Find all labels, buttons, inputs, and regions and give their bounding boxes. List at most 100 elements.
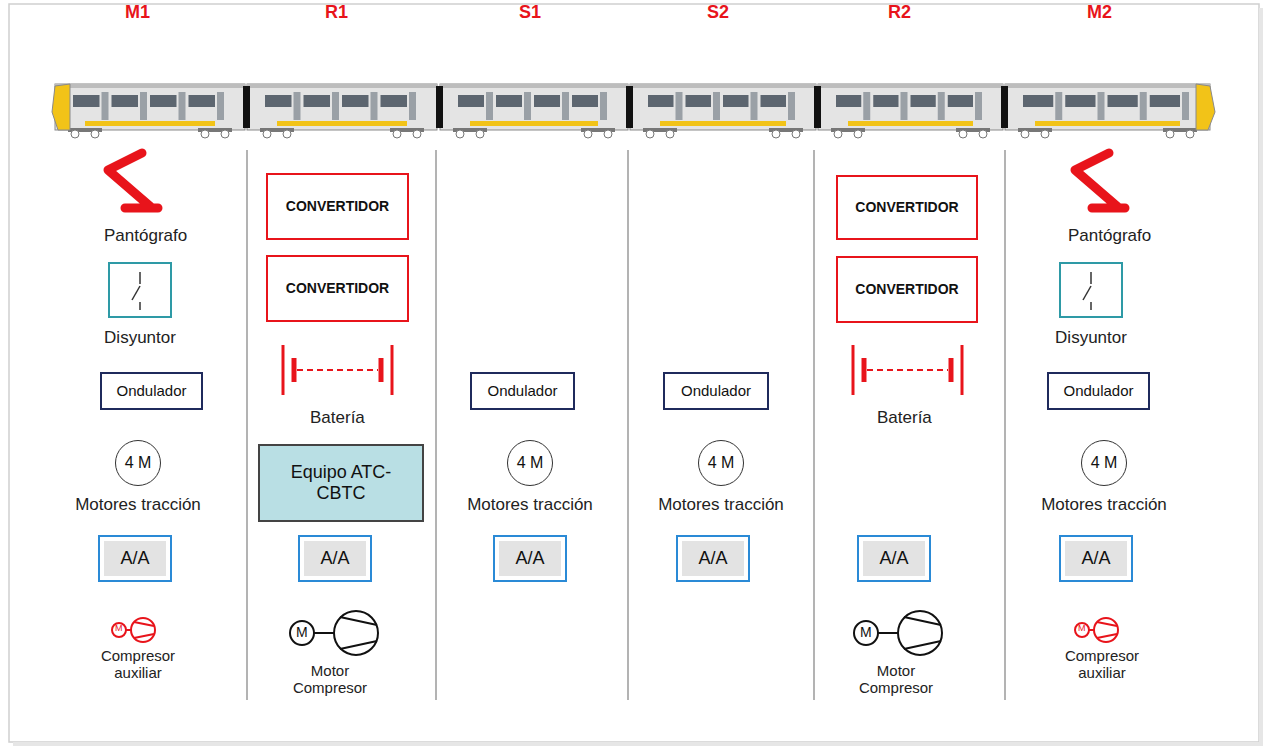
component-name: Pantógrafo: [104, 226, 187, 246]
pantograph-symbol: [1075, 153, 1125, 208]
train-part: [818, 84, 1003, 88]
train-part: [283, 130, 291, 138]
train-part: [660, 121, 786, 126]
train-part: [604, 130, 612, 138]
train-part: [247, 84, 437, 88]
train-car: [630, 84, 816, 130]
train-car: [440, 84, 628, 130]
train-part: [751, 92, 758, 120]
motor-letter: M: [115, 623, 123, 633]
component-name: Motor Compresor: [846, 662, 946, 697]
train-part: [1186, 130, 1194, 138]
train-part: [836, 95, 861, 107]
traction-motor-circle: 4 MMotores tracción: [1081, 440, 1127, 486]
motor-compressor-symbol: [854, 611, 942, 655]
train-part: [1182, 92, 1189, 120]
train-part: [873, 95, 898, 107]
train-part: [761, 95, 787, 107]
motor-letter: M: [1078, 623, 1086, 633]
train-car: [55, 84, 245, 130]
train-part: [901, 92, 908, 120]
train-part: [524, 92, 531, 120]
train-part: [476, 130, 484, 138]
train-illustration: [52, 84, 1215, 138]
component-name: Disyuntor: [1055, 328, 1127, 348]
train-part: [1140, 92, 1147, 120]
train-part: [201, 130, 209, 138]
air-conditioning-box: A/A: [98, 535, 172, 582]
component-name: CONVERTIDOR: [286, 198, 389, 214]
train-part: [572, 95, 598, 107]
component-name: Ondulador: [487, 382, 557, 399]
component-name: A/A: [879, 548, 908, 569]
train-part: [948, 95, 973, 107]
aa-inner: A/A: [104, 541, 166, 576]
component-name: Pantógrafo: [1068, 226, 1151, 246]
train-part: [486, 92, 493, 120]
train-part: [140, 92, 147, 120]
train-part: [863, 92, 870, 120]
traction-motor-circle: 4 MMotores tracción: [698, 440, 744, 486]
train-part: [189, 95, 216, 107]
train-part: [1055, 92, 1062, 120]
train-part: [179, 92, 186, 120]
train-part: [1108, 95, 1138, 107]
train-part: [263, 130, 271, 138]
train-part: [265, 95, 292, 107]
train-part: [979, 130, 987, 138]
train-part: [71, 130, 79, 138]
car-name: R1: [325, 2, 348, 23]
component-box: Ondulador: [470, 372, 575, 410]
train-part: [772, 130, 780, 138]
train-part: [456, 130, 464, 138]
atc-box: Equipo ATC-CBTC: [258, 444, 424, 522]
circuit-breaker-box: Disyuntor: [1059, 262, 1123, 318]
train-part: [91, 130, 99, 138]
aa-inner: A/A: [304, 541, 366, 576]
air-conditioning-box: A/A: [857, 535, 931, 582]
component-box: Ondulador: [100, 372, 203, 410]
aux-compressor-symbol: [112, 618, 155, 642]
train-part: [436, 86, 443, 128]
train-part: [496, 95, 522, 107]
motor-count: 4 M: [517, 454, 544, 472]
train-part: [713, 92, 720, 120]
train-part: [1021, 130, 1029, 138]
aux-compressor-symbol: [1075, 618, 1118, 642]
component-name: Motores tracción: [467, 495, 593, 515]
component-name: Compresor auxiliar: [83, 647, 193, 682]
train-part: [911, 95, 936, 107]
motor-letter: M: [860, 624, 872, 640]
car-name: M2: [1087, 2, 1112, 23]
train-part: [834, 130, 842, 138]
train-part: [440, 84, 628, 88]
component-name: A/A: [698, 548, 727, 569]
train-part: [646, 130, 654, 138]
battery-symbol: [853, 345, 962, 395]
battery-symbol: [283, 345, 392, 395]
component-name: Disyuntor: [104, 328, 176, 348]
motor-letter: M: [296, 624, 308, 640]
train-part: [413, 130, 421, 138]
car-name: R2: [888, 2, 911, 23]
component-name: Batería: [877, 408, 932, 428]
component-name: Ondulador: [116, 382, 186, 399]
frame: [9, 4, 1259, 742]
car-name: S1: [519, 2, 541, 23]
train-part: [85, 121, 215, 126]
component-name: Motor Compresor: [280, 662, 380, 697]
aa-inner: A/A: [499, 541, 561, 576]
train-part: [458, 95, 484, 107]
train-part: [470, 121, 598, 126]
component-name: A/A: [515, 548, 544, 569]
component-name: Compresor auxiliar: [1047, 647, 1157, 682]
component-name: Equipo ATC-CBTC: [268, 462, 414, 503]
train-part: [676, 92, 683, 120]
train-part: [393, 130, 401, 138]
train-part: [409, 92, 416, 120]
train-part: [371, 92, 378, 120]
train-part: [975, 92, 982, 120]
car-separators: [247, 150, 1005, 700]
train-part: [294, 92, 301, 120]
switch-symbol: [1061, 264, 1121, 316]
